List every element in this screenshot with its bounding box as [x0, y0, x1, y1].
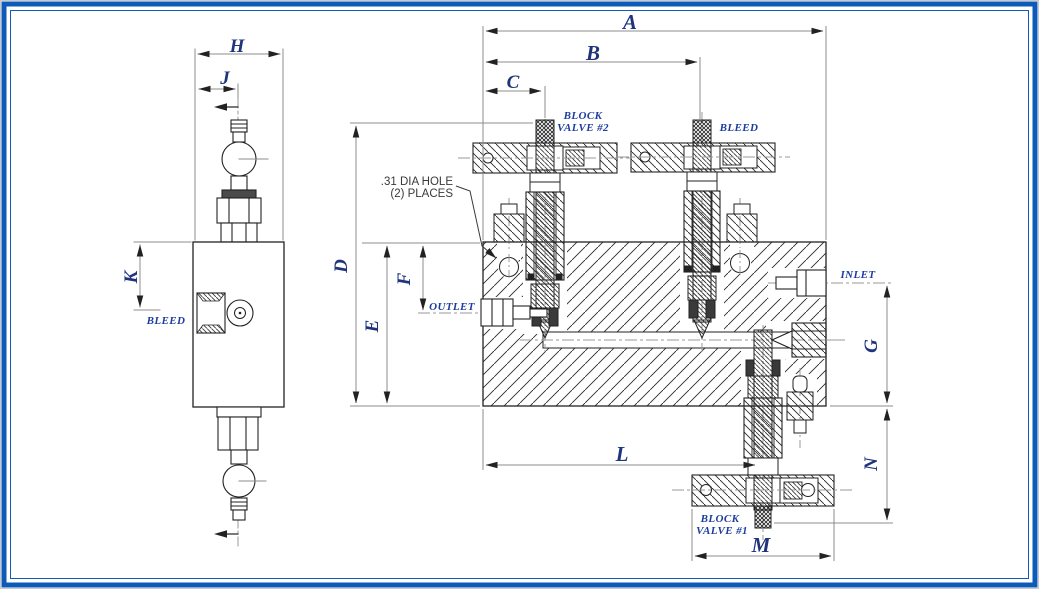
dim-label-e: E: [362, 320, 383, 334]
dim-label-h: H: [229, 36, 246, 57]
dim-label-d: D: [331, 259, 352, 274]
block-valve-1: [691, 325, 835, 540]
flow-arrow-top: [214, 103, 239, 111]
block-valve-2-label-line1: BLOCK: [563, 110, 603, 122]
dim-label-c: C: [507, 72, 520, 93]
dim-label-f: F: [394, 272, 415, 286]
side-top-stem-nut: [216, 175, 262, 243]
bottom-bleed-fitting: [786, 368, 814, 448]
front-dimensions: [350, 26, 893, 561]
front-view: A B C D E F G L M N BLOCK VALVE #2 BLEED…: [331, 10, 893, 561]
hole-note-line2: (2) PLACES: [390, 188, 453, 200]
top-plug-left: [493, 198, 525, 252]
outlet-fitting: [418, 298, 548, 327]
dim-label-k: K: [121, 269, 142, 284]
inlet-fitting: [768, 269, 893, 297]
side-bleed-fitting: [196, 292, 254, 334]
block-valve-2-label-line2: VALVE #2: [557, 122, 609, 134]
side-bleed-label: BLEED: [146, 315, 186, 327]
flow-arrow-bottom: [214, 530, 239, 538]
side-bottom-fitting: [216, 406, 262, 465]
dim-label-j: J: [219, 68, 230, 89]
mounting-holes: [499, 250, 750, 280]
block-valve-1-label-line1: BLOCK: [700, 513, 740, 525]
inlet-label: INLET: [840, 269, 877, 281]
side-view: H J K BLEED: [121, 36, 285, 547]
dim-label-m: M: [751, 533, 772, 557]
hole-note-leader: [455, 185, 497, 259]
block-valve-1-label-line2: VALVE #1: [696, 525, 748, 537]
dim-label-b: B: [585, 41, 600, 65]
dim-label-g: G: [861, 339, 882, 353]
side-bottom-grease-fitting: [230, 497, 248, 521]
hole-note-line1: .31 DIA HOLE: [381, 176, 454, 188]
dim-label-l: L: [615, 442, 629, 466]
top-plug-right: [726, 198, 758, 248]
bleed-label: BLEED: [719, 122, 759, 134]
dim-label-a: A: [621, 10, 637, 34]
side-bottom-ball: [222, 464, 267, 498]
side-top-grease-fitting: [230, 119, 248, 143]
outlet-label: OUTLET: [429, 301, 476, 313]
dim-label-n: N: [861, 456, 882, 472]
needle-fitting: [770, 322, 845, 358]
handle-centerlines: [458, 156, 852, 491]
